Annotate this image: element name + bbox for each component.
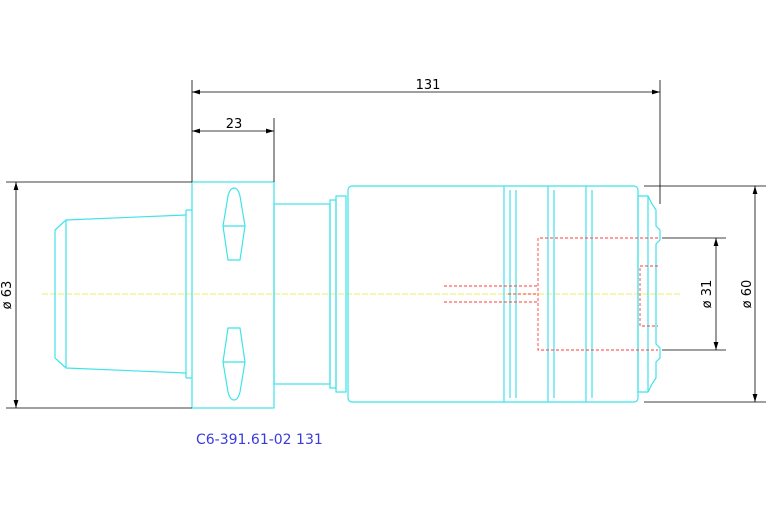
hidden-bore-lines [444,237,658,351]
flange-length-label: 23 [226,117,243,132]
drive-slot-bottom [222,327,246,401]
dimension-flange-diameter: ø 63 [0,181,192,409]
part-number: C6-391.61-02 131 [196,432,323,448]
taper-shank [54,214,187,374]
dimension-flange-length: 23 [192,117,275,182]
drive-slot-top [222,187,246,261]
body-diameter-label: ø 60 [740,280,755,309]
flange [191,181,275,409]
tool-body-outline [54,181,661,409]
flange-diameter-label: ø 63 [0,281,15,310]
overall-length-label: 131 [416,78,441,93]
bore-outline [537,237,658,351]
nose-end [637,195,661,393]
dimension-body-diameter: ø 60 [644,185,766,403]
dimension-bore-diameter: ø 31 [662,237,726,351]
dimension-overall-length: 131 [191,78,661,204]
bore-diameter-label: ø 31 [700,280,715,309]
